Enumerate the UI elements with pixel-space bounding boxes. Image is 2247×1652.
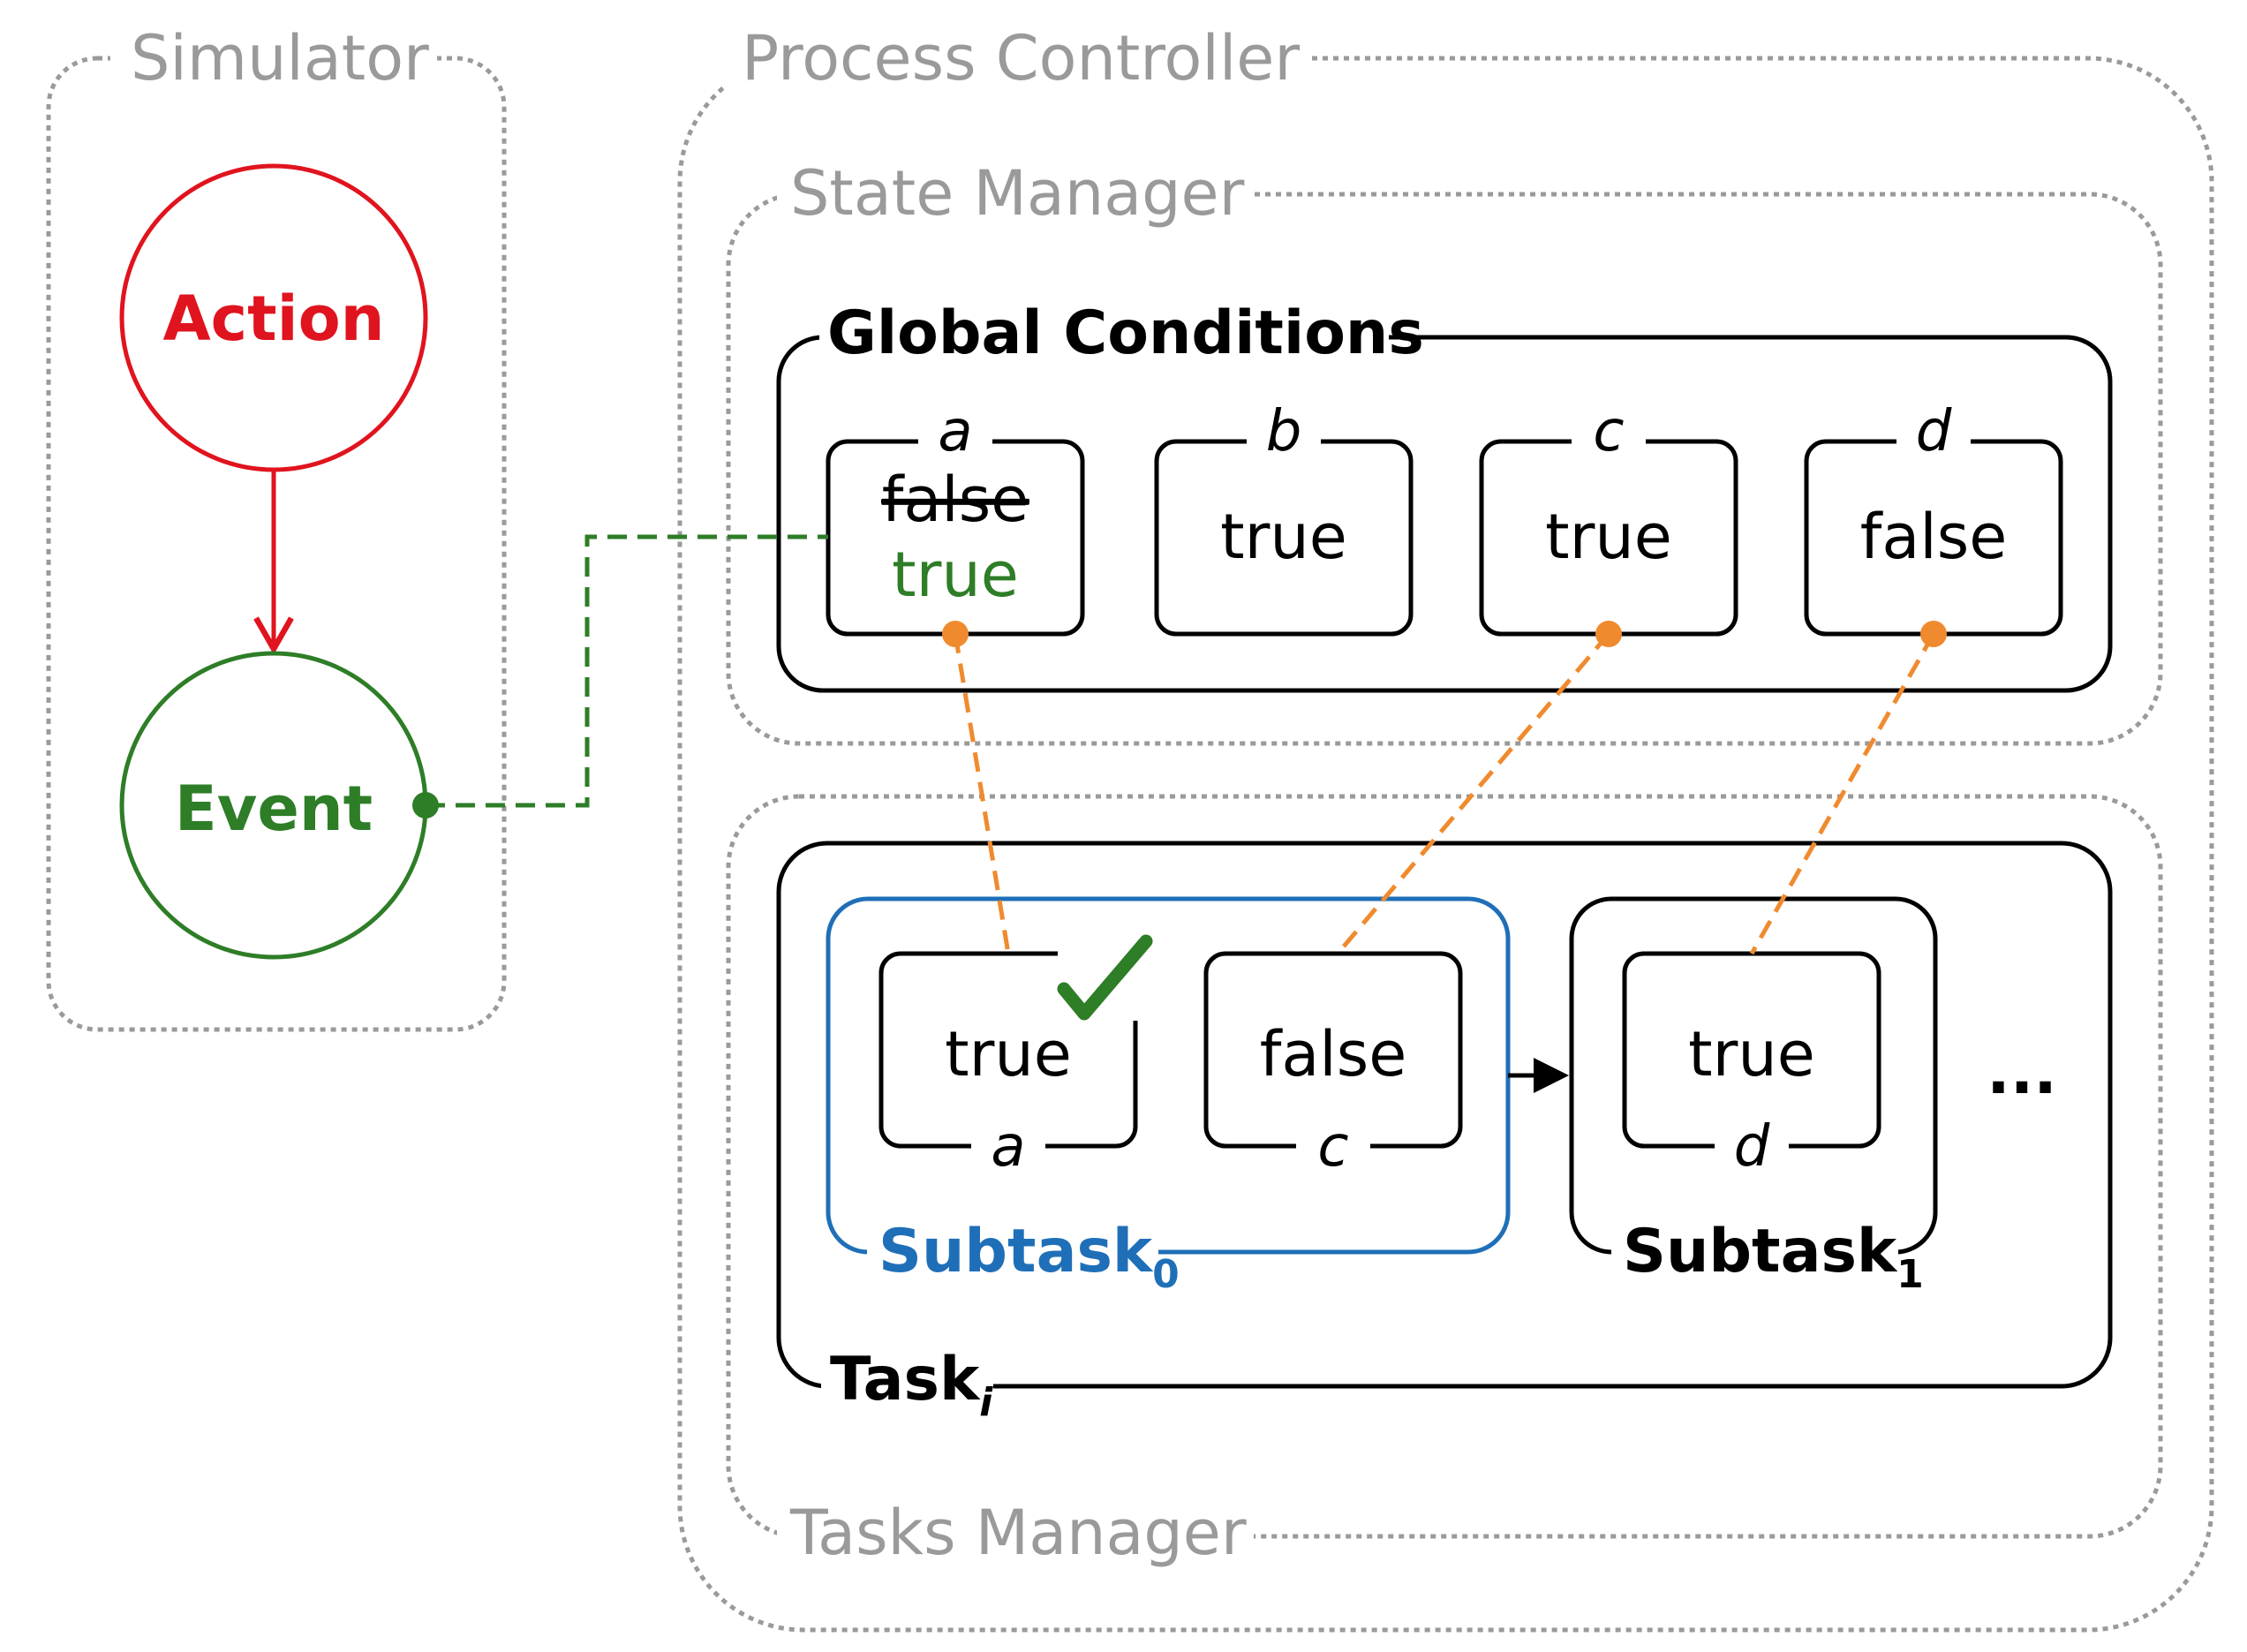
process-controller-group: Process Controller: [677, 22, 2214, 1633]
task-label: Taski: [830, 1345, 993, 1425]
tasks-manager-label: Tasks Manager: [789, 1497, 1247, 1569]
subtask-1-condition-d-name: d: [1734, 1114, 1770, 1180]
action-label: Action: [162, 283, 384, 355]
condition-a-name: a: [938, 399, 972, 464]
subtask-0-condition-a-value: true: [945, 1018, 1072, 1090]
global-conditions-box: Global Conditions: [776, 296, 2113, 693]
tasks-manager-group: Tasks Manager: [726, 794, 2163, 1572]
task-box: Taski: [776, 841, 2113, 1426]
condition-d-name: d: [1916, 399, 1952, 464]
subtask-0-label: Subtask0: [878, 1217, 1180, 1297]
link-dot-a: [942, 621, 969, 647]
subtask-1-label: Subtask1: [1623, 1217, 1924, 1297]
global-conditions-title: Global Conditions: [827, 298, 1424, 368]
subtask-0-condition-c-value: false: [1260, 1018, 1407, 1090]
simulator-label: Simulator: [131, 22, 429, 94]
event-label: Event: [175, 773, 373, 845]
condition-b-name: b: [1266, 399, 1302, 464]
condition-b-value: true: [1220, 501, 1347, 573]
subtask-1-condition-d: true d: [1622, 951, 1881, 1183]
simulator-group: Simulator: [46, 22, 507, 1032]
more-subtasks-ellipsis: ...: [1987, 1036, 2057, 1108]
event-to-condition-link: [426, 534, 828, 808]
condition-a: a false true: [826, 399, 1085, 637]
condition-b: b true: [1154, 399, 1414, 637]
state-manager-group: State Manager: [726, 157, 2163, 746]
link-c: [1336, 632, 1610, 955]
subtask-0-condition-c: false c: [1203, 951, 1463, 1183]
link-a: [953, 633, 1011, 954]
condition-c-name: c: [1593, 399, 1624, 464]
subtask-0-condition-c-name: c: [1317, 1114, 1348, 1180]
condition-d-value: false: [1860, 501, 2008, 573]
link-dot-d: [1920, 621, 1947, 647]
action-node: Action: [119, 163, 428, 472]
link-dot-c: [1595, 621, 1622, 647]
process-controller-label: Process Controller: [742, 22, 1300, 94]
condition-c-value: true: [1545, 501, 1672, 573]
state-manager-label: State Manager: [790, 157, 1245, 230]
condition-d: d false: [1804, 399, 2063, 637]
subtask-1-box: Subtask1: [1569, 896, 1938, 1302]
subtask-0-condition-a-name: a: [991, 1114, 1025, 1180]
subtask-0-condition-a: true a: [878, 934, 1153, 1183]
subtask-1-condition-d-value: true: [1688, 1018, 1815, 1090]
event-node: Event: [119, 651, 428, 960]
subtask-0-box: Subtask0: [826, 896, 1511, 1302]
link-d: [1749, 632, 1936, 955]
event-link-dot: [412, 792, 439, 818]
condition-a-value: true: [892, 539, 1019, 611]
condition-c: c true: [1479, 399, 1738, 637]
checkmark-icon: [1057, 934, 1153, 1021]
